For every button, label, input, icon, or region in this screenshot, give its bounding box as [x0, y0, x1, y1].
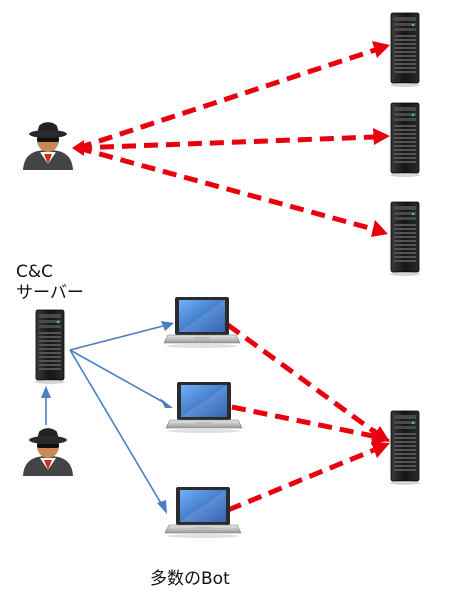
- bot-attack-2: [231, 404, 390, 445]
- target-server-icon: [389, 410, 421, 486]
- bot-attack-3: [227, 442, 390, 513]
- bot-laptop-icon: [163, 296, 241, 349]
- direct-attack-2: [77, 128, 390, 151]
- control-link-2: [69, 349, 173, 408]
- attacker-hacker-icon: [23, 122, 73, 170]
- direct-attack-3: [77, 145, 388, 237]
- botmaster-hacker-icon: [23, 428, 73, 476]
- bot-laptop-icon: [164, 486, 242, 539]
- cnc-server-label: C&C サーバー: [16, 262, 84, 304]
- control-link-3: [69, 349, 167, 514]
- target-server-icon: [389, 201, 421, 277]
- control-link-attacker: [41, 386, 51, 425]
- attack-links: [72, 41, 390, 513]
- direct-attack-1: [77, 41, 390, 151]
- bots-label: 多数のBot: [150, 569, 230, 589]
- target-server-icon: [389, 12, 421, 88]
- target-server-icon: [389, 102, 421, 178]
- cnc-label-line2: サーバー: [16, 283, 84, 303]
- cnc-label-line1: C&C: [16, 262, 53, 282]
- control-link-1: [69, 321, 174, 351]
- cnc-server-icon: [34, 309, 66, 385]
- bot-laptop-icon: [165, 381, 243, 434]
- control-links: [41, 321, 174, 514]
